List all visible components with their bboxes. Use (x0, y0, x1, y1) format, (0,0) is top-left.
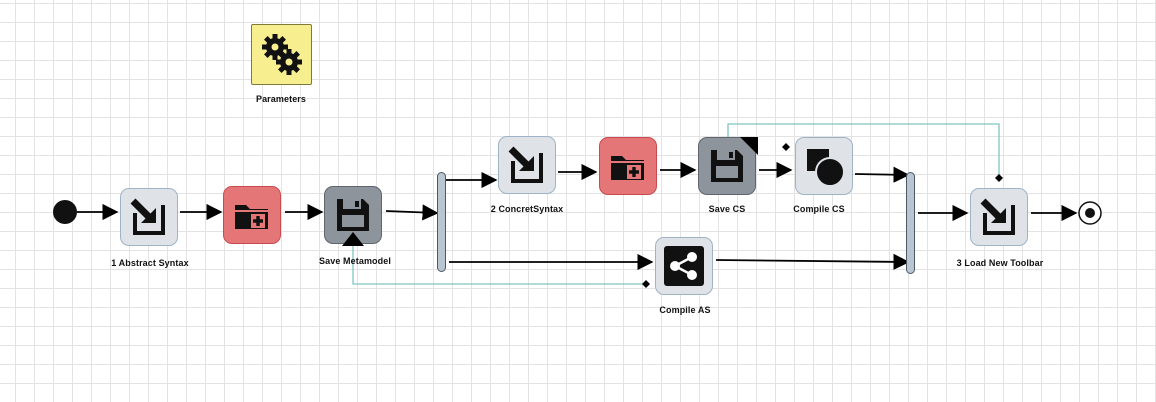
folder-plus-icon (229, 192, 275, 238)
import-arrow-icon (126, 194, 172, 240)
compile-as-node[interactable] (655, 237, 713, 295)
concret-syntax-label: 2 ConcretSyntax (490, 204, 564, 214)
parameters-label: Parameters (255, 94, 307, 104)
start-node[interactable] (53, 200, 77, 224)
gears-icon (259, 32, 305, 78)
edge-compile-cs-to-join (854, 166, 910, 183)
load-toolbar-label: 3 Load New Toolbar (956, 258, 1044, 268)
save-metamodel-node[interactable] (324, 186, 382, 244)
edge-save-to-fork (385, 204, 439, 221)
save-metamodel-label: Save Metamodel (319, 256, 391, 266)
edge-compile-as-to-join (715, 253, 910, 270)
data-edge-save-cs-to-load-toolbar (727, 123, 1000, 178)
compile-cs-node[interactable] (795, 137, 853, 195)
fork-bar[interactable] (437, 172, 446, 272)
data-edge-metamodel-to-compile-as (352, 240, 646, 285)
abstract-syntax-node[interactable] (120, 188, 178, 246)
compile-cs-label: Compile CS (793, 204, 845, 214)
floppy-disk-icon (704, 143, 750, 189)
join-bar[interactable] (906, 172, 915, 274)
control-flow-edges (77, 161, 1078, 271)
folder-plus-icon (605, 143, 651, 189)
concret-syntax-node[interactable] (498, 136, 556, 194)
create-folder-node[interactable] (599, 137, 657, 195)
save-cs-node[interactable] (698, 137, 756, 195)
port-diamond (642, 280, 650, 288)
port-diamond (995, 174, 1003, 182)
import-arrow-icon (976, 194, 1022, 240)
create-folder-node[interactable] (223, 186, 281, 244)
abstract-syntax-label: 1 Abstract Syntax (111, 258, 189, 268)
floppy-disk-icon (330, 192, 376, 238)
compile-as-label: Compile AS (659, 305, 711, 315)
save-cs-label: Save CS (708, 204, 746, 214)
load-toolbar-node[interactable] (970, 188, 1028, 246)
share-nodes-icon (661, 243, 707, 289)
port-diamond (782, 143, 790, 151)
shapes-icon (801, 143, 847, 189)
import-arrow-icon (504, 142, 550, 188)
parameters-node[interactable] (251, 24, 312, 85)
end-node[interactable] (1078, 201, 1102, 225)
